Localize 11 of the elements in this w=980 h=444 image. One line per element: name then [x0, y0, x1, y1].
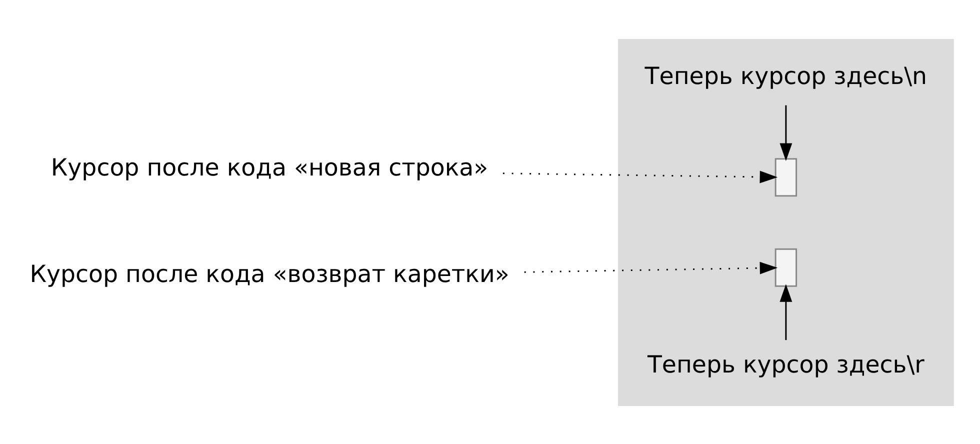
arrow	[524, 261, 778, 274]
node-text: Теперь курсор здесь\n	[644, 61, 928, 90]
arrow	[780, 104, 792, 161]
node-box	[774, 158, 798, 196]
node-text: Теперь курсор здесь\r	[647, 350, 924, 378]
cluster	[618, 38, 954, 406]
arrow	[502, 170, 778, 183]
node-text: Курсор после кода «новая строка»	[50, 153, 488, 182]
arrow	[780, 284, 792, 340]
node-box	[774, 248, 798, 286]
node-text: Курсор после кода «возврат каретки»	[30, 260, 510, 288]
